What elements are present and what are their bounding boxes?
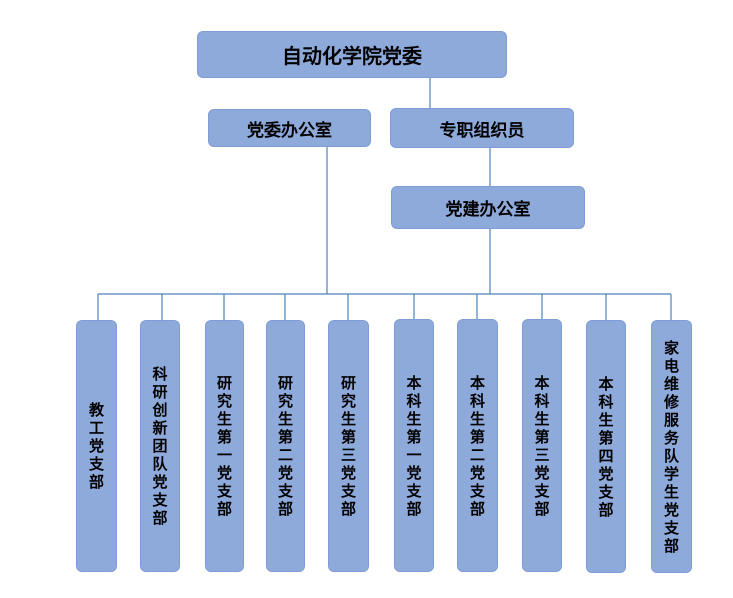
- branch-box-9: 本科生第四党支部: [586, 320, 626, 573]
- branch-label: 本科生第二党支部: [469, 373, 485, 518]
- branch-box-1: 教工党支部: [76, 320, 117, 572]
- branch-box-4: 研究生第二党支部: [266, 320, 305, 572]
- branch-box-8: 本科生第三党支部: [522, 319, 562, 572]
- branch-box-2: 科研创新团队党支部: [140, 320, 180, 572]
- branch-label: 科研创新团队党支部: [152, 365, 168, 527]
- node-organizer: 专职组织员: [390, 108, 574, 148]
- branch-label: 本科生第一党支部: [406, 373, 422, 518]
- branch-box-3: 研究生第一党支部: [205, 320, 244, 572]
- branch-label: 本科生第四党支部: [598, 374, 614, 519]
- branch-label: 研究生第一党支部: [216, 374, 232, 518]
- branch-box-5: 研究生第三党支部: [328, 320, 369, 572]
- branch-label: 本科生第三党支部: [534, 373, 550, 518]
- branch-label: 教工党支部: [88, 401, 104, 491]
- node-root: 自动化学院党委: [197, 31, 507, 78]
- branch-box-7: 本科生第二党支部: [457, 319, 498, 572]
- branch-label: 研究生第三党支部: [340, 374, 356, 518]
- node-building-office: 党建办公室: [391, 186, 585, 229]
- branch-box-6: 本科生第一党支部: [394, 319, 434, 572]
- branch-label: 家电维修服务队学生党支部: [663, 338, 679, 555]
- branch-label: 研究生第二党支部: [277, 374, 293, 518]
- branch-box-10: 家电维修服务队学生党支部: [651, 320, 692, 573]
- node-office: 党委办公室: [208, 109, 371, 147]
